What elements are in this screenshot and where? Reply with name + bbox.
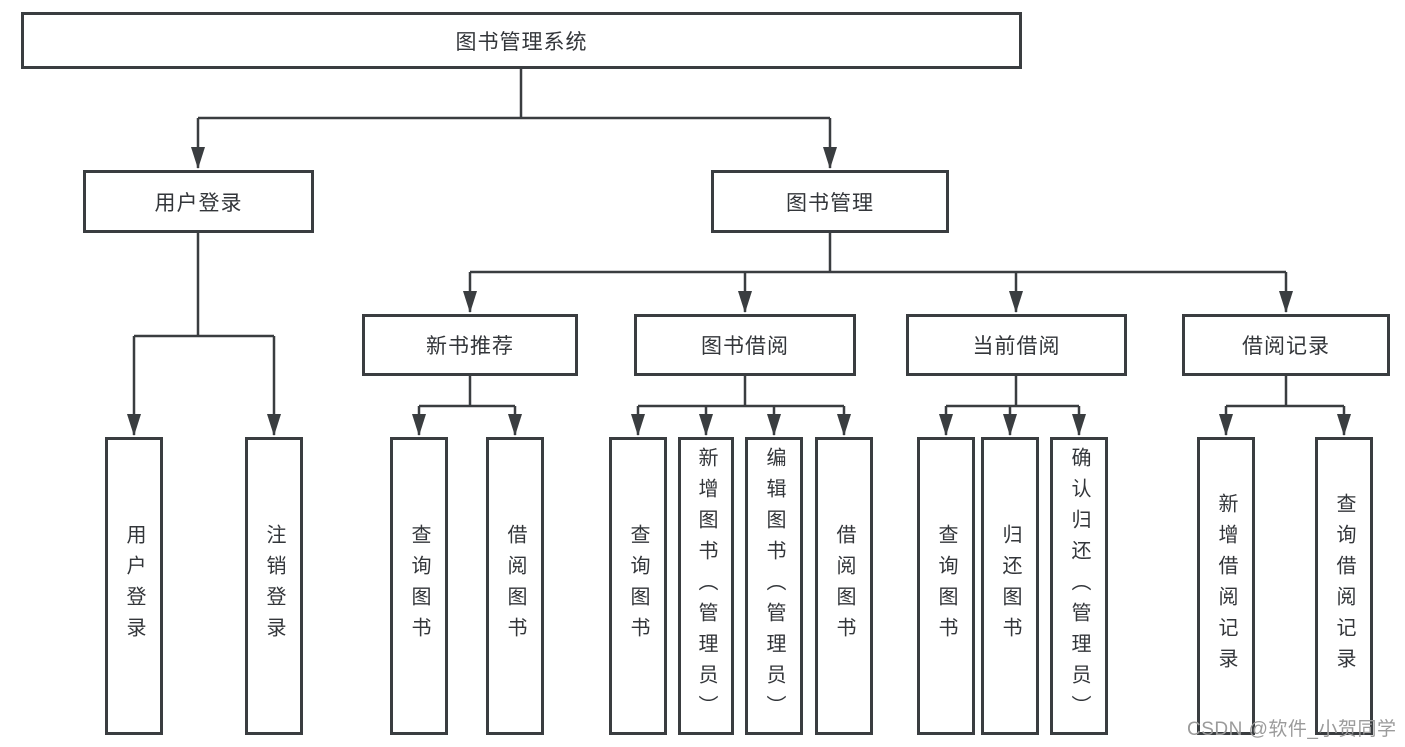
leaf-current-return-books-label: 归还图书 (999, 524, 1021, 648)
node-book-management-label: 图书管理 (786, 191, 874, 215)
leaf-borrowing-edit-books-admin-label: 编辑图书（管理员） (763, 446, 785, 726)
leaf-records-add-record: 新增借阅记录 (1197, 437, 1255, 735)
leaf-borrowing-query-books-label: 查询图书 (627, 524, 649, 648)
node-current-borrowing-label: 当前借阅 (972, 335, 1061, 358)
leaf-user-login: 用户登录 (105, 437, 163, 735)
leaf-borrowing-borrow-books-label: 借阅图书 (833, 524, 855, 648)
leaf-recommend-borrow-books-label: 借阅图书 (504, 524, 526, 648)
leaf-records-query-record: 查询借阅记录 (1315, 437, 1373, 735)
leaf-records-add-record-label: 新增借阅记录 (1215, 493, 1237, 679)
node-root: 图书管理系统 (21, 12, 1022, 69)
leaf-borrowing-add-books-admin: 新增图书（管理员） (678, 437, 734, 735)
leaf-borrowing-query-books: 查询图书 (609, 437, 667, 735)
leaf-borrowing-add-books-admin-label: 新增图书（管理员） (695, 446, 717, 726)
leaf-recommend-query-books-label: 查询图书 (408, 524, 430, 648)
node-new-book-recommend: 新书推荐 (362, 314, 578, 376)
node-root-label: 图书管理系统 (455, 30, 588, 54)
leaf-borrowing-borrow-books: 借阅图书 (815, 437, 873, 735)
leaf-records-query-record-label: 查询借阅记录 (1333, 493, 1355, 679)
node-book-borrowing-label: 图书借阅 (701, 335, 789, 358)
node-book-management: 图书管理 (711, 170, 949, 233)
leaf-borrowing-edit-books-admin: 编辑图书（管理员） (745, 437, 803, 735)
leaf-current-confirm-return-admin-label: 确认归还（管理员） (1068, 446, 1090, 726)
node-new-book-recommend-label: 新书推荐 (426, 335, 514, 358)
leaf-current-query-books-label: 查询图书 (935, 524, 957, 648)
node-borrowing-records: 借阅记录 (1182, 314, 1390, 376)
leaf-current-query-books: 查询图书 (917, 437, 975, 735)
node-borrowing-records-label: 借阅记录 (1242, 335, 1330, 358)
node-current-borrowing: 当前借阅 (906, 314, 1127, 376)
leaf-current-return-books: 归还图书 (981, 437, 1039, 735)
node-user-login: 用户登录 (83, 170, 314, 233)
leaf-current-confirm-return-admin: 确认归还（管理员） (1050, 437, 1108, 735)
csdn-watermark: CSDN @软件_小贺同学 (1187, 719, 1397, 740)
leaf-logout-label: 注销登录 (263, 524, 285, 648)
node-book-borrowing: 图书借阅 (634, 314, 856, 376)
leaf-logout: 注销登录 (245, 437, 303, 735)
leaf-recommend-borrow-books: 借阅图书 (486, 437, 544, 735)
leaf-recommend-query-books: 查询图书 (390, 437, 448, 735)
node-user-login-label: 用户登录 (154, 191, 243, 215)
leaf-user-login-label: 用户登录 (123, 524, 145, 648)
